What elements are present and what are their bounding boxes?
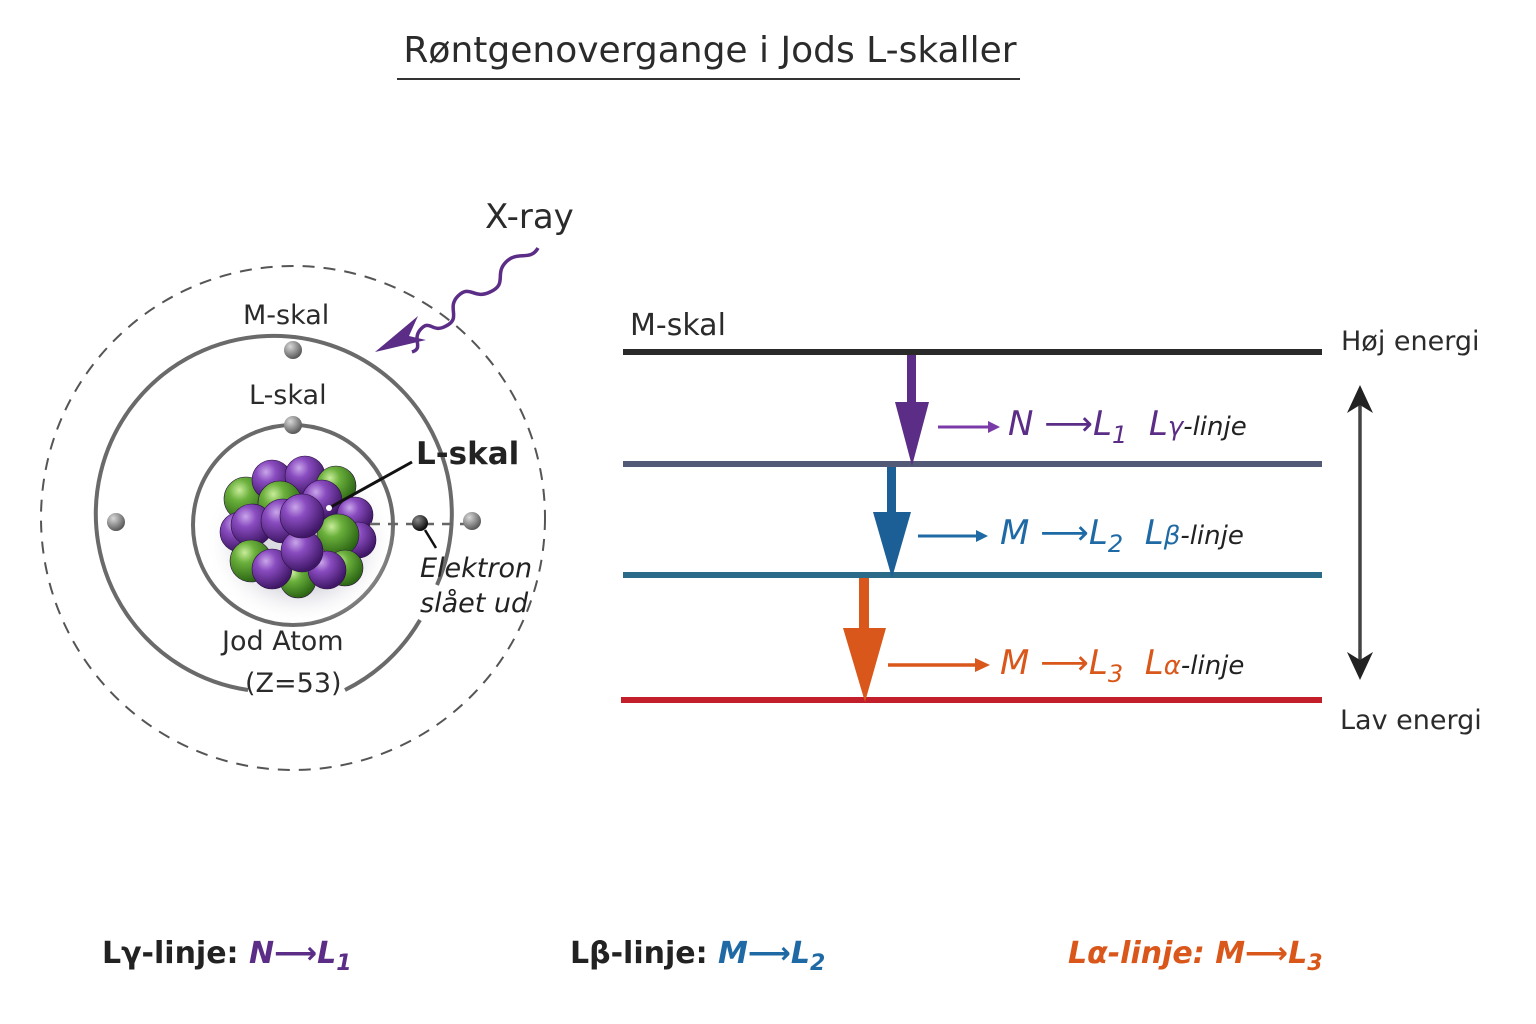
transition-to-subscript: 3 — [1107, 660, 1124, 688]
nucleus — [219, 455, 377, 599]
transition-from: M — [1000, 513, 1030, 553]
atom-illustration — [40, 246, 546, 771]
legend-item-alpha: Lα-linje: M⟶L3 — [1068, 936, 1323, 976]
ejected-electron-label-line1: Elektron — [420, 553, 533, 584]
transition-arrow-glyph: ⟶ — [1040, 513, 1089, 553]
electron-m-right — [463, 512, 481, 530]
electron-l-top — [284, 416, 302, 434]
legend-name: Lα-linje: — [1068, 936, 1205, 971]
legend-to: L — [1288, 936, 1308, 971]
ejected-electron — [412, 515, 428, 531]
legend-item-gamma: Lγ-linje: N⟶L1 — [102, 936, 352, 976]
energy-top-level-label: M-skal — [630, 308, 726, 343]
ejected-pointer-line — [423, 529, 438, 549]
legend-name: Lγ-linje: — [102, 936, 239, 971]
line-prefix: L — [1148, 404, 1168, 444]
title-underline — [397, 78, 1020, 80]
level-l2 — [623, 572, 1322, 578]
transition-label-alpha: M ⟶L3 Lα-linje — [1000, 643, 1245, 688]
transition-to: L — [1088, 643, 1108, 683]
line-greek: β — [1163, 521, 1181, 551]
transition-label-gamma: N ⟶L1 Lγ-linje — [1008, 404, 1247, 449]
transition-label-beta: M ⟶L2 Lβ-linje — [1000, 513, 1244, 558]
line-greek: γ — [1167, 412, 1184, 442]
high-energy-label: Høj energi — [1341, 326, 1480, 357]
line-suffix: -linje — [1180, 521, 1244, 551]
xray-label: X-ray — [485, 197, 574, 237]
transition-to: L — [1093, 404, 1112, 444]
legend-subscript: 2 — [810, 951, 826, 976]
transition-arrow-glyph: ⟶ — [1044, 404, 1093, 444]
transition-from: M — [1000, 643, 1030, 683]
transition-to: L — [1088, 513, 1108, 553]
level-m — [623, 349, 1322, 355]
m-shell-orbit — [93, 333, 454, 692]
legend-arrow-glyph: ⟶ — [274, 936, 318, 971]
atomic-number-label: (Z=53) — [245, 668, 342, 699]
legend-arrow-glyph: ⟶ — [747, 936, 791, 971]
legend-from: M — [1215, 936, 1246, 971]
m-shell-label: M-skal — [243, 300, 330, 331]
electron-m-top — [284, 341, 302, 359]
legend-from: M — [718, 936, 748, 971]
line-prefix: L — [1144, 513, 1164, 553]
legend-to: L — [317, 936, 337, 971]
l-shell-label: L-skal — [249, 380, 327, 411]
pointer-dot — [326, 505, 332, 511]
transition-arrow-alpha — [843, 578, 990, 702]
ejected-electron-label-line2: slået ud — [420, 588, 529, 619]
xray-wave — [411, 246, 540, 354]
transition-to-subscript: 1 — [1111, 421, 1128, 449]
l-shell-pointer-label: L-skal — [416, 436, 520, 472]
transition-arrow-beta — [873, 467, 988, 578]
outer-dashed-shell — [40, 265, 546, 771]
line-greek: α — [1163, 651, 1181, 681]
line-prefix: L — [1144, 643, 1164, 683]
legend-to: L — [790, 936, 811, 971]
transition-arrow-gamma — [895, 355, 1000, 466]
level-l1 — [623, 461, 1322, 467]
diagram-title: Røntgenovergange i Jods L-skaller — [403, 30, 1017, 71]
legend-subscript: 3 — [1307, 951, 1323, 976]
legend-arrow-glyph: ⟶ — [1245, 936, 1289, 971]
xray-arrowhead-icon — [375, 316, 426, 352]
level-l3 — [621, 697, 1322, 703]
line-suffix: -linje — [1183, 412, 1247, 442]
transition-arrow-glyph: ⟶ — [1040, 643, 1089, 683]
low-energy-label: Lav energi — [1340, 705, 1482, 736]
legend-name: Lβ-linje: — [570, 936, 708, 971]
electron-m-left — [107, 513, 125, 531]
energy-scale-arrow-icon — [1347, 385, 1373, 680]
atom-name-label: Jod Atom — [222, 626, 344, 657]
transition-to-subscript: 2 — [1107, 530, 1124, 558]
legend-subscript: 1 — [336, 951, 352, 976]
legend-item-beta: Lβ-linje: M⟶L2 — [570, 936, 825, 976]
line-suffix: -linje — [1180, 651, 1245, 681]
energy-levels — [621, 349, 1322, 703]
l-shell-pointer-line — [328, 460, 413, 510]
transition-from: N — [1008, 404, 1034, 444]
legend-from: N — [249, 936, 275, 971]
m-shell-orbit-lower — [344, 618, 422, 692]
